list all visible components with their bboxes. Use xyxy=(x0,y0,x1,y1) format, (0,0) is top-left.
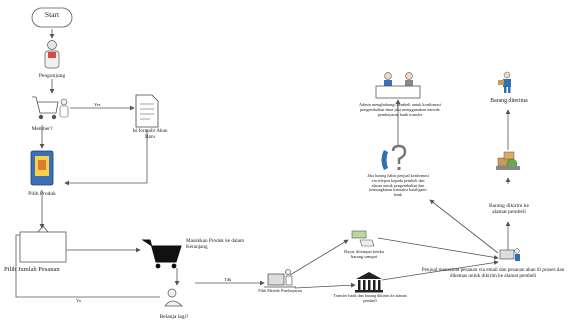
belanja-no-label: Tdk xyxy=(224,277,232,282)
edge-bayar-penjual xyxy=(377,237,499,260)
person-icon xyxy=(164,288,183,307)
pengunjung-label: Pengunjung xyxy=(38,73,66,79)
metode-pembayaran-label: Pilih Metode Pembayaran xyxy=(258,288,302,293)
connectors xyxy=(15,29,511,298)
bayar-ditempat-label: Bayar ditempat ketika barang sampai xyxy=(344,249,384,260)
quantity-box-icon xyxy=(19,225,67,263)
person-icon xyxy=(44,40,60,69)
barang-diterima-label: Barang diterima xyxy=(490,98,528,104)
shopping-cart-icon xyxy=(141,239,182,269)
product-book-icon xyxy=(30,150,54,186)
edge-penjual-telepon xyxy=(429,199,499,254)
bank-building-icon xyxy=(355,272,383,293)
computer-user-icon xyxy=(264,269,296,288)
telepon-note-label: Jika barang habis penjual konfirmasi via… xyxy=(367,173,429,198)
delivery-person-icon xyxy=(498,71,511,93)
document-icon xyxy=(135,94,159,128)
admin-desk-icon xyxy=(375,72,421,99)
package-stack-icon xyxy=(496,151,520,170)
shopping-cart-icon xyxy=(32,96,59,120)
start-terminator-icon xyxy=(31,7,73,28)
computer-user-icon xyxy=(499,248,520,261)
edge-form-produk xyxy=(64,130,148,186)
edge-metode-transfer xyxy=(294,282,356,289)
admin-note-label: Admin menghubungi pembeli untuk konfirma… xyxy=(358,102,442,117)
masukkan-keranjang-label: Masukkan Produk ke dalam Keranjang xyxy=(186,238,245,250)
hand-money-icon xyxy=(351,230,375,247)
pilih-jumlah-label: Pilih Jumlah Pesanan xyxy=(4,266,60,273)
person-icon xyxy=(59,98,69,118)
transfer-bank-label: Transfer bank dan barang dikirim ke alam… xyxy=(333,293,407,303)
edge-belanja-ya xyxy=(15,234,160,298)
daftar-akun-label: Isi formulir Akun Baru xyxy=(132,129,168,140)
edge-transfer-penjual xyxy=(381,260,499,281)
start-label: Start xyxy=(44,10,60,19)
belanja-lagi-label: Belanja lagi? xyxy=(159,314,189,320)
member-decision-label: Member? xyxy=(31,126,53,132)
belanja-yes-label: Ya xyxy=(76,298,81,303)
barang-dikirim-label: Barang dikirim ke alamat pembeli xyxy=(488,203,530,216)
pilih-produk-label: Pilih Produk xyxy=(28,191,56,197)
telephone-question-icon xyxy=(381,144,407,170)
edge-metode-bayar xyxy=(289,239,349,276)
penjual-note-label: Penjual menerima pesanan via email dan p… xyxy=(421,267,565,279)
member-yes-label: Yes xyxy=(94,102,101,107)
